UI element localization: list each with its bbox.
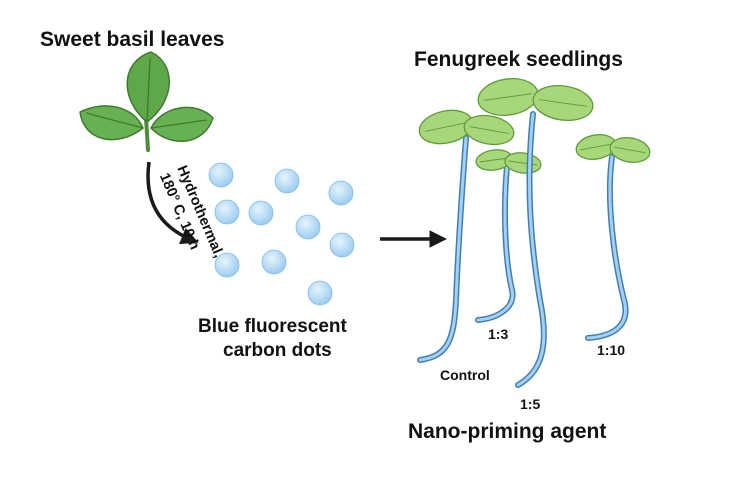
seedling-1-3-stem bbox=[476, 164, 515, 322]
seedling-1-5-leaf-left-vein bbox=[484, 93, 532, 101]
carbon-dot bbox=[208, 162, 234, 188]
carbon-dot bbox=[214, 199, 240, 225]
seedling-label-1-10: 1:10 bbox=[597, 342, 625, 358]
seedling-control-leaf-right-vein bbox=[469, 126, 509, 134]
source-label: Sweet basil leaves bbox=[40, 28, 224, 51]
product-label-line2: carbon dots bbox=[223, 340, 332, 361]
carbon-dot bbox=[248, 200, 274, 226]
seedling-1-10-leaf-right-vein bbox=[614, 146, 646, 154]
seedling-label-1-3: 1:3 bbox=[488, 326, 508, 342]
seedling-1-5-leaf-right-vein bbox=[539, 99, 587, 107]
agent-label: Nano-priming agent bbox=[408, 420, 606, 443]
carbon-dot bbox=[328, 180, 354, 206]
product-label-line1: Blue fluorescent bbox=[198, 316, 348, 337]
seedling-label-1-5: 1:5 bbox=[520, 396, 540, 412]
seedling-label-control: Control bbox=[440, 367, 490, 383]
process-arrow bbox=[146, 161, 199, 245]
seedling-1-3-stem-outline bbox=[475, 163, 516, 323]
seedling-1-10-leaf-left-vein bbox=[580, 143, 612, 151]
carbon-dots-cluster bbox=[208, 162, 355, 306]
carbon-dot bbox=[214, 252, 240, 278]
seedling-control-leaf-left-vein bbox=[424, 122, 468, 132]
seedling-1-10-stem-outline bbox=[585, 154, 629, 341]
seedling-1-3-leaf-left-vein bbox=[479, 157, 509, 163]
basil-leaves-icon bbox=[79, 51, 214, 152]
carbon-dot bbox=[261, 249, 287, 275]
carbon-dot bbox=[274, 168, 300, 194]
seedling-1-10-stem bbox=[586, 155, 627, 340]
seedlings-group bbox=[417, 78, 651, 388]
seedling-control-stem bbox=[418, 136, 468, 362]
carbon-dot bbox=[329, 232, 355, 258]
carbon-dot bbox=[307, 280, 333, 306]
seedling-1-5-stem bbox=[516, 112, 546, 387]
target-label: Fenugreek seedlings bbox=[414, 48, 623, 71]
carbon-dot bbox=[295, 214, 321, 240]
